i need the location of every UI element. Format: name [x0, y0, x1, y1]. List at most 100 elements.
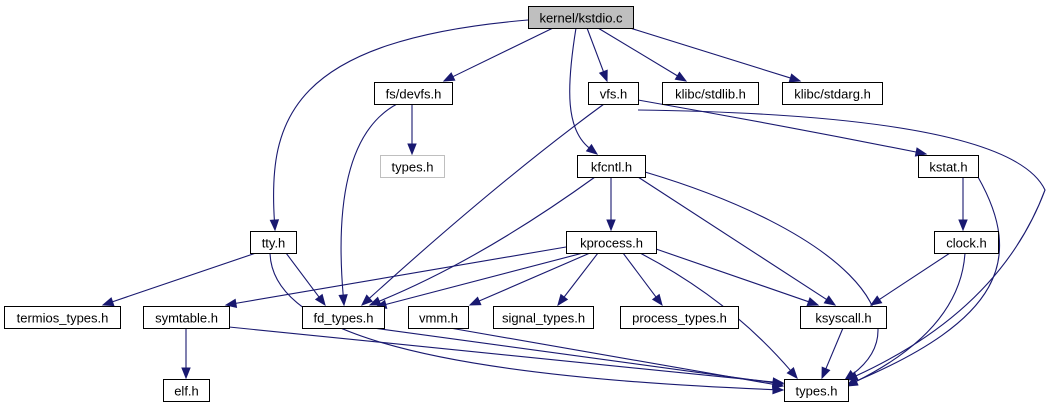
edge-line	[586, 27, 605, 73]
node-label: fs/devfs.h	[386, 87, 442, 102]
node-box	[528, 6, 634, 29]
edge-line	[372, 327, 775, 384]
node-label: kernel/kstdio.c	[539, 11, 623, 26]
arrowhead-icon	[674, 71, 688, 82]
edge-line	[563, 252, 599, 299]
node-vfs[interactable]: vfs.h	[588, 82, 639, 105]
node-devfs[interactable]: fs/devfs.h	[374, 82, 453, 105]
node-label: ksyscall.h	[815, 311, 871, 326]
edge-vfs-to-kstat	[637, 99, 928, 157]
node-box	[493, 306, 594, 329]
node-tty[interactable]: tty.h	[250, 231, 297, 254]
edge-line	[234, 246, 567, 305]
node-box	[408, 306, 469, 329]
node-box	[662, 82, 759, 105]
nodes-layer: kernel/kstdio.c fs/devfs.h vfs.h klibc/stdl…	[4, 6, 999, 402]
node-label: kprocess.h	[580, 236, 643, 251]
node-box	[577, 155, 646, 178]
node-signal[interactable]: signal_types.h	[493, 306, 594, 329]
edge-line	[378, 176, 596, 303]
node-ksyscall[interactable]: ksyscall.h	[800, 306, 887, 329]
edge-line	[854, 252, 966, 383]
arrowhead-icon	[914, 147, 928, 157]
node-label: signal_types.h	[502, 311, 585, 326]
node-box	[934, 231, 999, 254]
edge-line	[597, 27, 679, 77]
node-label: termios_types.h	[17, 311, 109, 326]
edge-kprocess-to-symtable	[224, 246, 567, 308]
node-kfcntl[interactable]: kfcntl.h	[577, 155, 646, 178]
node-kstdio[interactable]: kernel/kstdio.c	[528, 6, 634, 29]
node-box	[620, 306, 739, 329]
edge-line	[449, 327, 775, 385]
edge-line	[569, 27, 591, 149]
node-elf[interactable]: elf.h	[163, 379, 210, 402]
edge-line	[855, 176, 1001, 382]
edge-kstat-to-types	[845, 176, 1001, 386]
node-box	[782, 82, 883, 105]
node-label: vfs.h	[600, 87, 627, 102]
edge-line	[622, 252, 658, 299]
node-types[interactable]: types.h	[784, 379, 849, 402]
node-stdarg[interactable]: klibc/stdarg.h	[782, 82, 883, 105]
arrowhead-icon	[181, 367, 191, 380]
arrowhead-icon	[598, 69, 608, 83]
edge-kprocess-to-process	[622, 252, 663, 307]
node-box	[918, 155, 979, 178]
arrowhead-icon	[468, 296, 482, 306]
edge-symtable-to-types	[228, 326, 785, 387]
node-fdtypes[interactable]: fd_types.h	[302, 306, 385, 329]
node-kprocess[interactable]: kprocess.h	[566, 231, 657, 254]
node-box	[302, 306, 385, 329]
edge-tty-to-termios	[101, 252, 257, 307]
edge-kstdio-to-tty	[269, 19, 529, 232]
edge-line	[111, 252, 257, 303]
arrowhead-icon	[338, 294, 348, 307]
node-label: kfcntl.h	[591, 160, 632, 175]
edge-kstat-to-clock	[958, 177, 968, 232]
node-label: fd_types.h	[314, 311, 374, 326]
edge-line	[384, 252, 584, 306]
node-label: types.h	[392, 160, 434, 175]
edge-line	[637, 99, 918, 153]
edge-kfcntl-to-types	[644, 171, 879, 381]
node-label: elf.h	[174, 384, 199, 399]
node-label: symtable.h	[155, 311, 218, 326]
node-process[interactable]: process_types.h	[620, 306, 739, 329]
edge-line	[644, 171, 879, 376]
arrowhead-icon	[806, 297, 820, 307]
edge-kstdio-to-kfcntl	[569, 27, 599, 155]
arrowhead-icon	[585, 143, 599, 155]
arrowhead-icon	[557, 293, 569, 307]
node-label: process_types.h	[632, 311, 727, 326]
edge-kstdio-to-stdlib	[597, 27, 688, 82]
edge-line	[285, 252, 321, 299]
edge-line	[637, 176, 828, 301]
node-box	[588, 82, 639, 105]
node-vmm[interactable]: vmm.h	[408, 306, 469, 329]
node-kstat[interactable]: kstat.h	[918, 155, 979, 178]
edge-kfcntl-to-kprocess	[606, 177, 616, 232]
arrowhead-icon	[407, 143, 417, 156]
node-termios[interactable]: termios_types.h	[4, 306, 121, 329]
node-box	[380, 155, 445, 178]
edge-clock-to-types	[845, 252, 966, 387]
node-label: klibc/stdarg.h	[794, 87, 871, 102]
arrowhead-icon	[821, 366, 831, 380]
arrowhead-icon	[651, 293, 663, 307]
edge-kstdio-to-vfs	[586, 27, 608, 83]
node-label: kstat.h	[929, 160, 967, 175]
node-clock[interactable]: clock.h	[934, 231, 999, 254]
edge-kprocess-to-signal	[557, 252, 599, 307]
arrowhead-icon	[368, 296, 382, 306]
edge-clock-to-ksyscall	[869, 252, 951, 306]
arrowhead-icon	[606, 219, 616, 232]
arrowhead-icon	[771, 379, 785, 389]
node-label: klibc/stdlib.h	[675, 87, 746, 102]
arrowhead-icon	[786, 366, 798, 380]
arrowhead-icon	[788, 73, 802, 83]
node-symtable[interactable]: symtable.h	[143, 306, 230, 329]
node-stdlib[interactable]: klibc/stdlib.h	[662, 82, 759, 105]
arrowhead-icon	[269, 219, 280, 232]
